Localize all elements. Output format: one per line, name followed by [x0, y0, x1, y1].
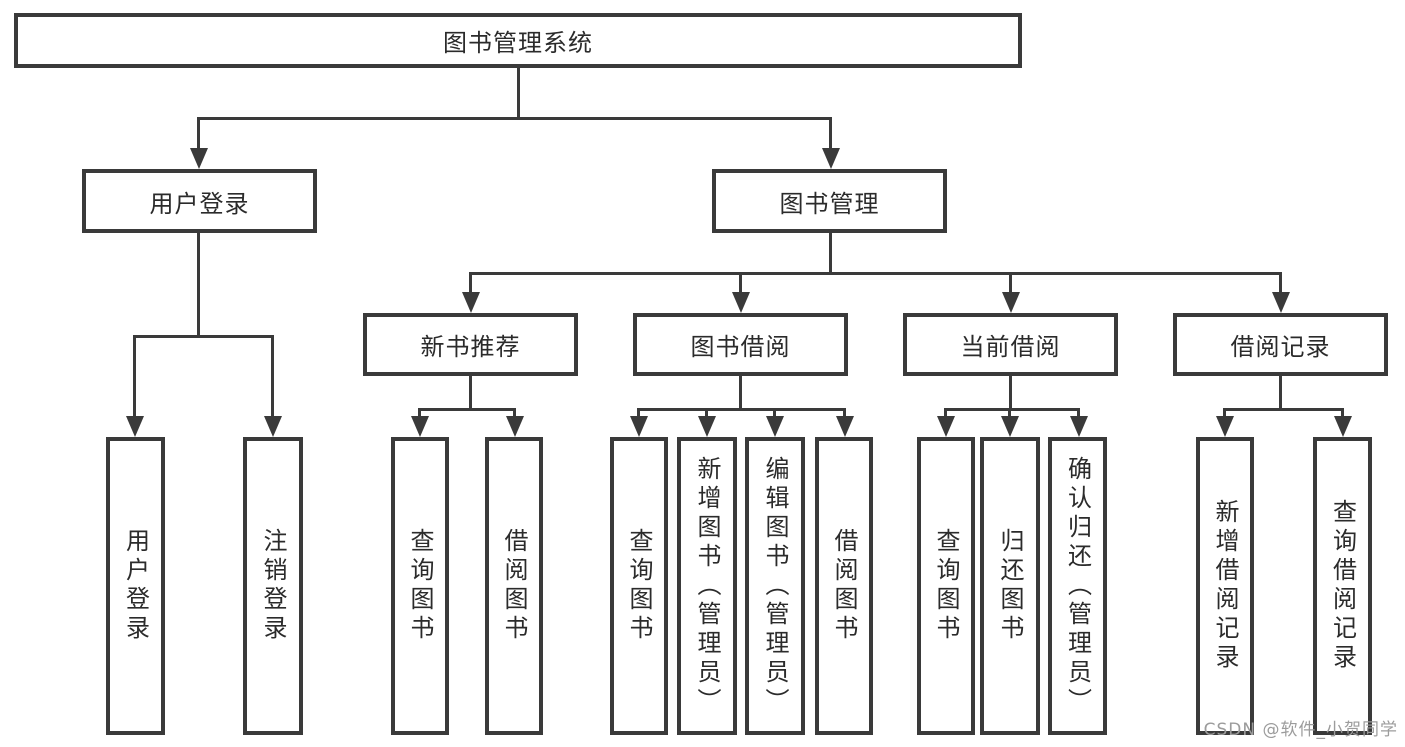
leaf-borrow-book: 借阅图书	[485, 437, 543, 735]
node-label: 新增图书（管理员）	[693, 455, 721, 717]
edge-line	[469, 272, 1282, 275]
arrowhead-icon	[126, 416, 144, 437]
edge-line	[197, 117, 832, 120]
edge-line	[1009, 272, 1012, 294]
edge-line	[513, 408, 516, 420]
edge-line	[469, 376, 472, 411]
edge-line	[1223, 408, 1226, 420]
edge-line	[133, 335, 136, 419]
node-label: 借阅图书	[500, 528, 528, 644]
leaf-logout: 注销登录	[243, 437, 303, 735]
node-library-system: 图书管理系统	[14, 13, 1022, 68]
node-label: 确认归还（管理员）	[1063, 455, 1092, 717]
arrowhead-icon	[1216, 416, 1234, 437]
edge-line	[705, 408, 708, 420]
node-label: 注销登录	[259, 528, 287, 644]
edge-line	[637, 408, 640, 420]
node-label: 用户登录	[121, 528, 150, 644]
edge-line	[773, 408, 776, 420]
arrowhead-icon	[698, 416, 716, 437]
node-label: 新书推荐	[420, 333, 521, 361]
edge-line	[829, 233, 832, 275]
node-borrowing-records: 借阅记录	[1173, 313, 1388, 376]
edge-line	[739, 376, 742, 411]
node-new-book-recommend: 新书推荐	[363, 313, 578, 376]
edge-line	[637, 408, 846, 411]
leaf-query-borrow-record: 查询借阅记录	[1313, 437, 1372, 735]
arrowhead-icon	[1334, 416, 1352, 437]
arrowhead-icon	[411, 416, 429, 437]
arrowhead-icon	[822, 148, 840, 169]
edge-line	[418, 408, 516, 411]
leaf-confirm-return-admin: 确认归还（管理员）	[1048, 437, 1107, 735]
edge-line	[133, 335, 274, 338]
edge-line	[829, 117, 832, 151]
node-label: 当前借阅	[960, 333, 1061, 361]
edge-line	[1223, 408, 1344, 411]
edge-line	[944, 408, 947, 420]
arrowhead-icon	[506, 416, 524, 437]
node-label: 查询图书	[625, 528, 653, 644]
arrowhead-icon	[190, 148, 208, 169]
leaf-query-book: 查询图书	[391, 437, 449, 735]
node-user-login: 用户登录	[82, 169, 317, 233]
edge-line	[739, 272, 742, 294]
arrowhead-icon	[630, 416, 648, 437]
node-label: 查询图书	[932, 528, 960, 644]
arrowhead-icon	[264, 416, 282, 437]
edge-line	[197, 233, 200, 338]
node-label: 用户登录	[149, 189, 250, 218]
node-label: 归还图书	[996, 528, 1024, 644]
leaf-add-book-admin: 新增图书（管理员）	[677, 437, 737, 735]
csdn-watermark: CSDN @软件_小贺同学	[1203, 720, 1398, 740]
arrowhead-icon	[1272, 292, 1290, 313]
edge-line	[1008, 408, 1011, 420]
leaf-query-book: 查询图书	[917, 437, 975, 735]
node-label: 编辑图书（管理员）	[761, 455, 789, 717]
edge-line	[271, 335, 274, 419]
leaf-borrow-book: 借阅图书	[815, 437, 873, 735]
node-label: 借阅记录	[1230, 333, 1331, 361]
edge-line	[1077, 408, 1080, 420]
node-label: 查询图书	[406, 528, 434, 644]
edge-line	[197, 117, 200, 151]
arrowhead-icon	[1070, 416, 1088, 437]
node-current-borrowing: 当前借阅	[903, 313, 1118, 376]
node-label: 图书借阅	[690, 333, 791, 361]
node-book-management: 图书管理	[712, 169, 947, 233]
edge-line	[418, 408, 421, 420]
node-label: 新增借阅记录	[1211, 499, 1239, 673]
edge-line	[944, 408, 1080, 411]
edge-line	[1279, 272, 1282, 294]
edge-line	[1009, 376, 1012, 411]
leaf-query-book: 查询图书	[610, 437, 668, 735]
arrowhead-icon	[462, 292, 480, 313]
node-label: 图书管理系统	[443, 29, 593, 57]
edge-line	[517, 66, 520, 120]
node-label: 借阅图书	[830, 528, 858, 644]
leaf-user-login: 用户登录	[106, 437, 165, 735]
node-label: 查询借阅记录	[1328, 499, 1357, 673]
arrowhead-icon	[1001, 416, 1019, 437]
arrowhead-icon	[766, 416, 784, 437]
arrowhead-icon	[732, 292, 750, 313]
node-book-borrowing: 图书借阅	[633, 313, 848, 376]
edge-line	[1279, 376, 1282, 411]
leaf-edit-book-admin: 编辑图书（管理员）	[745, 437, 805, 735]
arrowhead-icon	[1002, 292, 1020, 313]
leaf-return-book: 归还图书	[980, 437, 1040, 735]
edge-line	[469, 272, 472, 294]
edge-line	[843, 408, 846, 420]
arrowhead-icon	[937, 416, 955, 437]
leaf-add-borrow-record: 新增借阅记录	[1196, 437, 1254, 735]
edge-line	[1341, 408, 1344, 420]
node-label: 图书管理	[779, 189, 880, 218]
arrowhead-icon	[836, 416, 854, 437]
